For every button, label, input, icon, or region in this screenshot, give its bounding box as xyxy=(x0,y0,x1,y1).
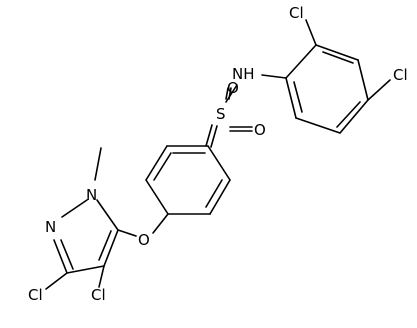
atom-label-s: S xyxy=(216,105,226,123)
bond xyxy=(228,87,232,100)
bond xyxy=(152,213,169,234)
bond xyxy=(225,84,238,103)
atom-label-n: N xyxy=(86,186,97,204)
bond xyxy=(94,147,102,181)
bond xyxy=(145,179,169,215)
phenylene-ring xyxy=(145,145,231,215)
atom-label-cl: Cl xyxy=(393,66,408,84)
bond xyxy=(153,152,172,181)
atom-label-n: N xyxy=(45,218,56,236)
bond xyxy=(205,179,223,208)
bond xyxy=(207,145,231,181)
bond xyxy=(293,81,303,113)
pyrazole-ring xyxy=(53,199,119,274)
bond xyxy=(315,44,359,61)
bond xyxy=(225,87,229,100)
bond xyxy=(285,77,297,119)
bond xyxy=(357,59,369,101)
bond xyxy=(53,239,68,274)
bond xyxy=(367,79,391,101)
bond xyxy=(205,124,213,147)
bond xyxy=(145,145,168,181)
atom-label-cl: Cl xyxy=(91,286,106,304)
bond xyxy=(322,51,354,64)
atom-label-o: O xyxy=(254,121,266,139)
atom-label-nh: NH xyxy=(232,65,255,83)
bond xyxy=(117,229,137,237)
bond xyxy=(209,179,231,215)
bond xyxy=(61,199,88,218)
bond xyxy=(305,19,317,46)
bond xyxy=(96,199,119,231)
bond xyxy=(261,74,287,79)
bond xyxy=(210,125,218,148)
bond xyxy=(295,117,341,134)
atom-label-o: O xyxy=(227,79,239,97)
atom-label-cl: Cl xyxy=(28,286,43,304)
bond xyxy=(98,230,112,261)
bond xyxy=(98,265,105,288)
bond xyxy=(336,101,361,128)
bond xyxy=(66,265,105,274)
atom-label-cl: Cl xyxy=(289,4,304,22)
bond xyxy=(339,99,369,134)
atom-label-o: O xyxy=(138,231,150,249)
bond xyxy=(285,44,317,79)
bond xyxy=(103,229,119,267)
bond xyxy=(45,272,68,290)
dichlorophenyl-ring xyxy=(285,44,369,134)
bond xyxy=(60,239,74,270)
